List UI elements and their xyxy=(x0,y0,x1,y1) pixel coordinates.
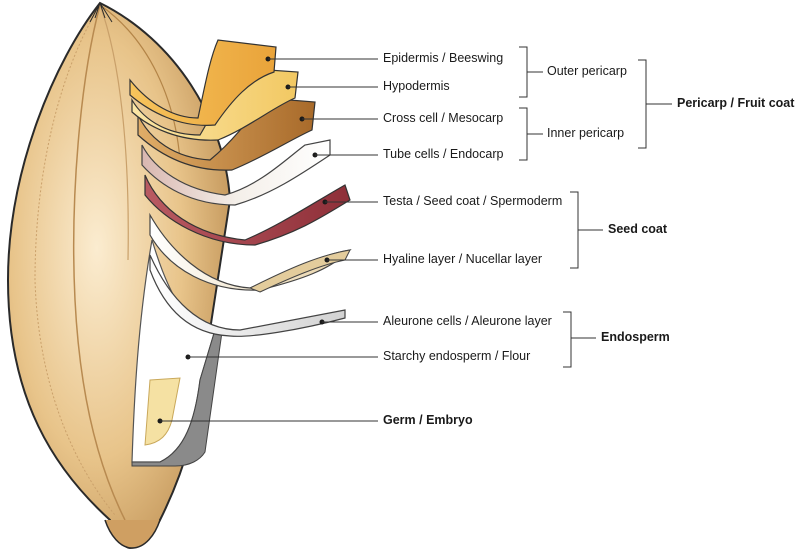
hypodermis-layer-shape xyxy=(131,67,299,141)
group-outer-pericarp: Outer pericarp xyxy=(547,64,627,78)
cross-cell-layer-shape xyxy=(137,97,316,171)
cut-interior xyxy=(131,239,223,467)
label-epidermis: Epidermis / Beeswing xyxy=(383,51,504,65)
epidermis-layer-shape xyxy=(129,39,277,126)
label-starchy-endosperm: Starchy endosperm / Flour xyxy=(383,349,531,363)
brackets xyxy=(519,46,672,368)
label-tube-cells: Tube cells / Endocarp xyxy=(383,147,504,161)
group-pericarp: Pericarp / Fruit coat xyxy=(677,96,795,110)
group-inner-pericarp: Inner pericarp xyxy=(547,126,625,140)
label-cross-cell: Cross cell / Mesocarp xyxy=(383,111,504,125)
label-aleurone: Aleurone cells / Aleurone layer xyxy=(383,314,552,328)
label-germ: Germ / Embryo xyxy=(383,413,473,427)
testa-layer-shape xyxy=(144,174,351,246)
group-seed-coat: Seed coat xyxy=(608,222,668,236)
label-hypodermis: Hypodermis xyxy=(383,79,450,93)
aleurone-layer-shape xyxy=(149,254,346,337)
label-testa: Testa / Seed coat / Spermoderm xyxy=(383,194,563,208)
leader-lines xyxy=(160,58,378,422)
label-hyaline: Hyaline layer / Nucellar layer xyxy=(383,252,543,266)
group-endosperm: Endosperm xyxy=(601,330,670,344)
